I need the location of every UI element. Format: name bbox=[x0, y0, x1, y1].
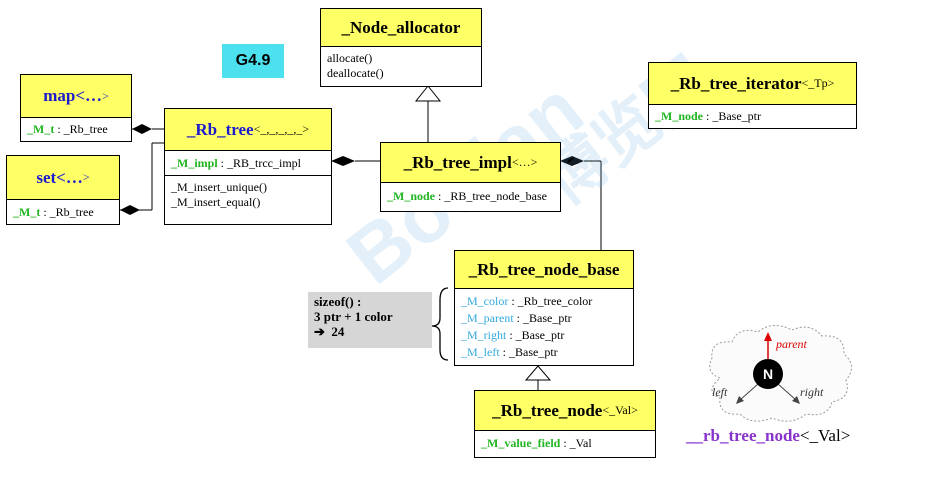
class-title: _Rb_tree <_,_,_,_,_> bbox=[165, 109, 331, 151]
parent-label: parent bbox=[775, 337, 808, 351]
method-insert-unique: _M_insert_unique() bbox=[171, 180, 267, 194]
class-title: _Rb_tree_iterator <_Tp> bbox=[649, 63, 856, 105]
class-title: map<… > bbox=[21, 75, 131, 118]
class-title: set<… > bbox=[7, 156, 119, 200]
attr-name: _M_t bbox=[27, 122, 55, 136]
node-label: N bbox=[763, 366, 773, 382]
template-params: > bbox=[82, 170, 90, 184]
class-name: _Rb_tree_node bbox=[492, 400, 603, 420]
attr-left: _M_left : _Base_ptr bbox=[461, 345, 558, 359]
composition-diamond bbox=[560, 156, 584, 166]
rb-tree-impl-class: _Rb_tree_impl <…> _M_node : _RB_tree_nod… bbox=[380, 142, 561, 212]
node-circle bbox=[753, 359, 783, 389]
template-params: <_Tp> bbox=[801, 76, 835, 90]
attr-type: : _Rb_tree bbox=[54, 122, 108, 136]
attribute: _M_node : _Base_ptr bbox=[649, 105, 856, 127]
class-name: _Rb_tree_impl bbox=[403, 152, 512, 172]
map-class: map<… > _M_t : _Rb_tree bbox=[20, 74, 132, 142]
composition-diamond bbox=[331, 156, 355, 166]
template-params: <…> bbox=[511, 155, 538, 169]
attr-type: : _RB_trcc_impl bbox=[217, 156, 301, 170]
class-name: _Rb_tree_iterator bbox=[670, 73, 802, 93]
set-class: set<… > _M_t : _Rb_tree bbox=[6, 155, 120, 225]
attribute: _M_value_field : _Val bbox=[475, 431, 655, 454]
node-figure: N parent left right bbox=[709, 325, 852, 422]
template-params: <_Val> bbox=[602, 403, 638, 417]
template-params: > bbox=[102, 88, 109, 103]
method-insert-equal: _M_insert_equal() bbox=[171, 195, 261, 209]
attribute: _M_t : _Rb_tree bbox=[7, 200, 119, 223]
class-name: set<… bbox=[36, 167, 83, 187]
class-name: _Rb_tree bbox=[186, 119, 254, 139]
caption-tp: <_Val> bbox=[799, 426, 851, 445]
sizeof-line2: 3 ptr + 1 color bbox=[314, 309, 393, 324]
attr-name: _M_impl bbox=[171, 156, 218, 170]
arrow-icon: ➔ bbox=[314, 324, 325, 339]
rb-tree-iterator-class: _Rb_tree_iterator <_Tp> _M_node : _Base_… bbox=[648, 62, 857, 129]
sizeof-note: sizeof() : 3 ptr + 1 color ➔ 24 bbox=[308, 292, 432, 348]
sizeof-line1: sizeof() : bbox=[314, 294, 362, 309]
attr-type: : _Val bbox=[560, 436, 592, 450]
class-title: _Rb_tree_node_base bbox=[455, 251, 633, 289]
attr-color: _M_color : _Rb_tree_color bbox=[461, 294, 593, 308]
rb-tree-node-base-class: _Rb_tree_node_base _M_color : _Rb_tree_c… bbox=[454, 250, 634, 366]
brace bbox=[431, 287, 449, 361]
class-title: _Node_allocator bbox=[321, 9, 481, 47]
attr-name: _M_value_field bbox=[481, 436, 561, 450]
class-title: _Rb_tree_impl <…> bbox=[381, 143, 560, 183]
left-label: left bbox=[712, 385, 728, 399]
rb-tree-class: _Rb_tree <_,_,_,_,_> _M_impl : _RB_trcc_… bbox=[164, 108, 332, 225]
attr-type: : _Rb_tree bbox=[40, 205, 94, 219]
inheritance-triangle bbox=[524, 365, 552, 381]
inheritance-triangle bbox=[414, 85, 442, 102]
attribute-list: _M_color : _Rb_tree_color _M_parent : _B… bbox=[455, 289, 633, 364]
class-title: _Rb_tree_node <_Val> bbox=[475, 391, 655, 431]
composition-diamond bbox=[120, 205, 140, 215]
attr-name: _M_node bbox=[655, 109, 703, 123]
class-name: _Node_allocator bbox=[341, 17, 461, 37]
right-label: right bbox=[800, 385, 824, 399]
attr-name: _M_node bbox=[387, 189, 435, 203]
node-caption: __rb_tree_node<_Val> bbox=[686, 426, 850, 446]
attr-type: : _RB_tree_node_base bbox=[435, 189, 547, 203]
method-allocate: allocate() bbox=[327, 51, 373, 65]
node-allocator-class: _Node_allocator allocate() deallocate() bbox=[320, 8, 482, 87]
attr-name: _M_t bbox=[13, 205, 41, 219]
version-badge: G4.9 bbox=[222, 44, 284, 78]
arrow-right-icon bbox=[792, 396, 800, 404]
method-list: allocate() deallocate() bbox=[321, 47, 481, 84]
attribute: _M_node : _RB_tree_node_base bbox=[381, 183, 560, 207]
arrow-up-icon bbox=[764, 332, 772, 341]
attribute: _M_impl : _RB_trcc_impl bbox=[165, 151, 331, 176]
attr-type: : _Base_ptr bbox=[703, 109, 761, 123]
class-name: _Rb_tree_node_base bbox=[468, 259, 620, 279]
method-list: _M_insert_unique() _M_insert_equal() bbox=[165, 176, 331, 213]
attr-parent: _M_parent : _Base_ptr bbox=[461, 311, 572, 325]
template-params: <_,_,_,_,_> bbox=[253, 122, 310, 136]
arrow-left-icon bbox=[736, 396, 744, 404]
rb-tree-node-class: _Rb_tree_node <_Val> _M_value_field : _V… bbox=[474, 390, 656, 458]
attribute: _M_t : _Rb_tree bbox=[21, 118, 131, 140]
class-name: map<… bbox=[43, 86, 103, 105]
caption-name: __rb_tree_node bbox=[686, 426, 800, 445]
attr-right: _M_right : _Base_ptr bbox=[461, 328, 565, 342]
method-deallocate: deallocate() bbox=[327, 66, 384, 80]
sizeof-line3: ➔ 24 bbox=[314, 324, 345, 339]
composition-diamond bbox=[132, 124, 152, 134]
